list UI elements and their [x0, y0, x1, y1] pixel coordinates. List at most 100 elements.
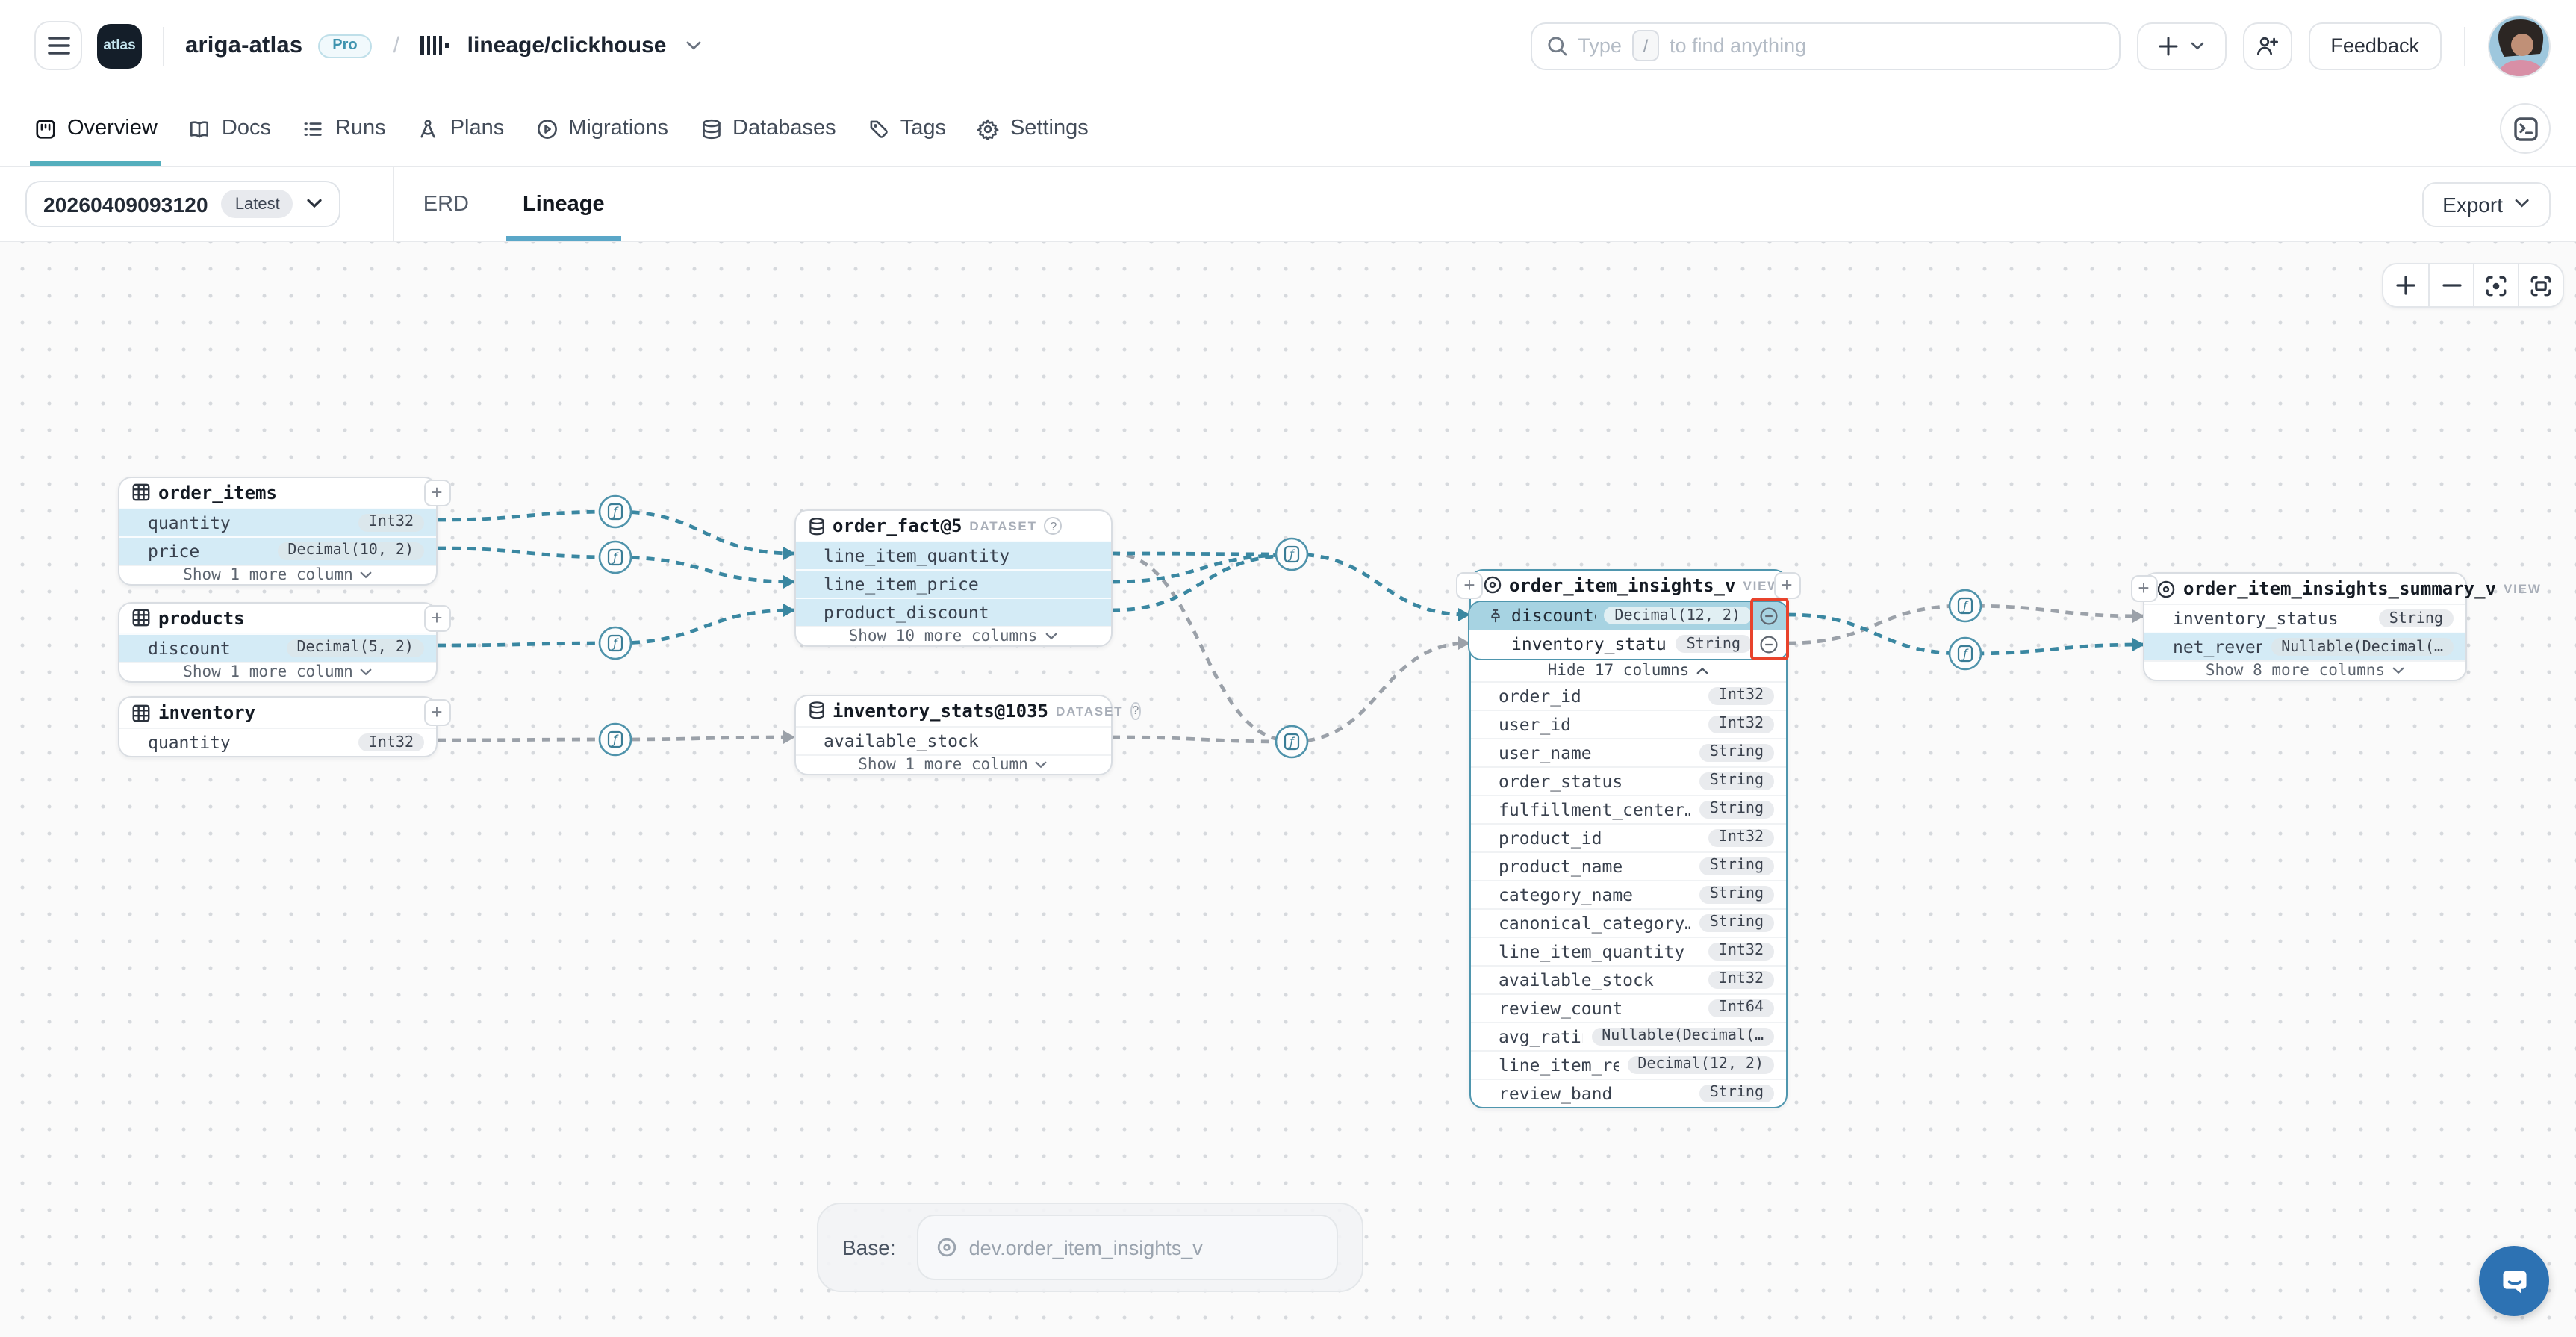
column-row[interactable]: line_item_price: [795, 569, 1110, 598]
topbar-right-group: Type / to find anything F: [1530, 14, 2551, 77]
user-avatar[interactable]: [2488, 14, 2551, 77]
pinned-column-row[interactable]: discounted_line…Decimal(12, 2): [1469, 601, 1787, 630]
chevron-down-icon: [2191, 41, 2204, 49]
type-badge: Int32: [1708, 970, 1774, 988]
show-more-columns-toggle[interactable]: Show 1 more column: [119, 661, 436, 680]
chevron-down-icon[interactable]: [685, 40, 702, 51]
expand-upstream-button[interactable]: +: [2130, 575, 2157, 602]
chat-launcher-button[interactable]: [2479, 1246, 2549, 1316]
focus-button[interactable]: [2473, 264, 2518, 306]
show-more-columns-toggle[interactable]: Show 10 more columns: [795, 626, 1110, 645]
transform-function-node[interactable]: ƒ: [1948, 636, 1982, 671]
hide-columns-toggle[interactable]: Hide 17 columns: [1470, 660, 1786, 680]
nav-tab-docs[interactable]: Docs: [189, 91, 271, 166]
tab-erd[interactable]: ERD: [413, 167, 479, 241]
column-name: quantity: [148, 732, 231, 753]
expand-downstream-button[interactable]: +: [423, 604, 450, 631]
column-row[interactable]: net_revenueNullable(Decimal(…: [2144, 632, 2465, 660]
unpin-column-button[interactable]: [1758, 606, 1778, 625]
nav-tab-settings[interactable]: Settings: [977, 91, 1089, 166]
nav-tab-databases[interactable]: Databases: [700, 91, 836, 166]
zoom-in-button[interactable]: [2383, 264, 2428, 306]
function-glyph: ƒ: [611, 733, 619, 747]
lineage-edge: [437, 608, 794, 648]
expand-downstream-button[interactable]: +: [423, 699, 450, 726]
function-glyph: ƒ: [1961, 599, 1969, 613]
help-icon[interactable]: ?: [1044, 517, 1063, 535]
fit-view-button[interactable]: [2518, 264, 2563, 306]
export-button[interactable]: Export: [2421, 182, 2551, 226]
nav-tab-overview[interactable]: Overview: [29, 91, 163, 166]
column-name: order_status: [1499, 770, 1623, 791]
expand-downstream-button[interactable]: +: [1773, 571, 1800, 598]
show-more-columns-toggle[interactable]: Show 1 more column: [119, 564, 436, 583]
nav-tab-migrations[interactable]: Migrations: [535, 91, 668, 166]
node-order_item_insights_v[interactable]: +order_item_insights_vVIEW+discounted_li…: [1456, 568, 1800, 1108]
node-title: products: [158, 607, 245, 628]
base-input[interactable]: dev.order_item_insights_v: [916, 1215, 1338, 1280]
transform-function-node[interactable]: ƒ: [598, 540, 632, 574]
column-row[interactable]: avg_ratingNullable(Decimal(…: [1470, 1021, 1786, 1049]
version-selector[interactable]: 20260409093120 Latest: [25, 181, 341, 227]
atlas-logo[interactable]: atlas: [97, 23, 142, 68]
column-row[interactable]: product_discount: [795, 598, 1110, 626]
transform-function-node[interactable]: ƒ: [1275, 537, 1309, 571]
node-header: products +: [119, 603, 450, 633]
expand-downstream-button[interactable]: +: [423, 479, 450, 506]
transform-function-node[interactable]: ƒ: [598, 722, 632, 757]
show-more-columns-toggle[interactable]: Show 1 more column: [795, 754, 1110, 773]
column-row[interactable]: canonical_category…String: [1470, 908, 1786, 936]
expand-upstream-button[interactable]: +: [1456, 571, 1483, 598]
breadcrumb[interactable]: lineage/clickhouse: [467, 33, 667, 58]
invite-user-button[interactable]: [2242, 22, 2292, 69]
transform-function-node[interactable]: ƒ: [598, 494, 632, 529]
column-row[interactable]: line_item_revenueDecimal(12, 2): [1470, 1049, 1786, 1078]
nav-tab-plans[interactable]: Plans: [417, 91, 504, 166]
nav-tab-runs[interactable]: Runs: [302, 91, 386, 166]
chevron-down-icon: [2515, 199, 2529, 208]
add-button[interactable]: [2136, 22, 2227, 69]
nav-tab-tags[interactable]: Tags: [868, 91, 946, 166]
column-row[interactable]: line_item_quantity: [795, 541, 1110, 569]
column-row[interactable]: fulfillment_center…String: [1470, 794, 1786, 822]
nav-tab-label: Tags: [900, 117, 946, 140]
zoom-out-button[interactable]: [2428, 264, 2473, 306]
transform-function-node[interactable]: ƒ: [598, 626, 632, 660]
search-input[interactable]: Type / to find anything: [1530, 22, 2121, 69]
tab-lineage[interactable]: Lineage: [506, 167, 621, 241]
feedback-button[interactable]: Feedback: [2308, 22, 2442, 69]
org-name[interactable]: ariga-atlas: [185, 32, 303, 58]
hamburger-menu-button[interactable]: [34, 21, 82, 70]
show-more-columns-toggle[interactable]: Show 8 more columns: [2144, 660, 2465, 680]
terminal-button[interactable]: [2500, 103, 2551, 154]
transform-function-node[interactable]: ƒ: [1948, 589, 1982, 623]
transform-function-node[interactable]: ƒ: [1275, 725, 1309, 759]
column-row[interactable]: available_stock: [795, 725, 1110, 754]
help-icon[interactable]: ?: [1130, 701, 1141, 719]
unpin-column-button[interactable]: [1758, 634, 1778, 654]
